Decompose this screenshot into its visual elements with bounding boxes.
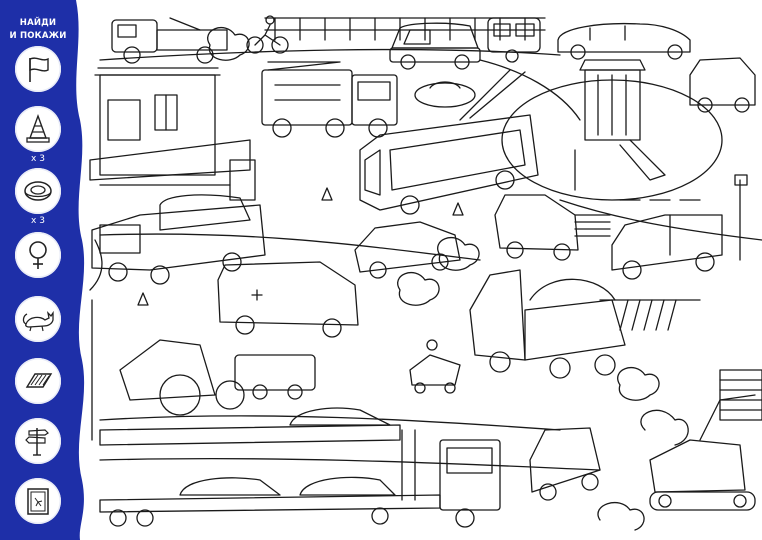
cyclist <box>246 15 289 54</box>
roads <box>99 48 762 471</box>
top-fence <box>264 17 546 41</box>
item-badge <box>15 418 61 464</box>
trees-and-shrubs <box>89 26 689 531</box>
limousine <box>557 22 691 60</box>
sidebar-title-line-1: НАЙДИ <box>19 18 57 28</box>
car-transporter <box>99 407 501 528</box>
trolleybus <box>359 69 539 215</box>
sedan-middle <box>354 221 461 279</box>
drain-grate-icon <box>25 373 53 388</box>
female-symbol-icon <box>29 241 47 269</box>
camper-trailer <box>487 17 541 63</box>
broken-window-icon <box>27 488 49 515</box>
minivan-top <box>389 22 481 70</box>
flower-bed <box>414 81 476 108</box>
item-count: х 3 <box>31 154 45 164</box>
item-badge <box>15 46 61 92</box>
item-badge <box>15 232 61 278</box>
item-badge <box>15 478 61 524</box>
tire-icon <box>24 181 52 201</box>
fire-truck <box>261 61 398 138</box>
ambulance-van <box>217 261 359 338</box>
lawn-mower-rider <box>409 339 461 394</box>
pickup-truck <box>611 214 723 280</box>
round-pavilion <box>501 59 723 201</box>
flag-icon <box>29 57 49 82</box>
sidebar-title-line-2: И ПОКАЖИ <box>9 31 67 41</box>
minivan-bottom <box>529 427 601 501</box>
traffic-cones <box>137 187 464 306</box>
tow-truck-top <box>111 17 228 64</box>
item-count: х 3 <box>31 216 45 226</box>
street-lamps <box>91 149 748 501</box>
dump-truck <box>469 269 626 379</box>
find-list-sidebar: НАЙДИ И ПОКАЖИ х 3 <box>0 0 86 540</box>
traffic-cone-icon <box>26 113 50 143</box>
item-badge <box>15 296 61 342</box>
tow-truck-with-car <box>91 194 266 285</box>
item-badge <box>15 106 61 152</box>
item-badge <box>15 358 61 404</box>
city-coloring-scene <box>86 0 762 540</box>
hatchback-right <box>689 57 756 113</box>
tractor-with-trailer <box>119 339 316 416</box>
brick-house <box>89 67 256 201</box>
suv-right <box>494 194 579 261</box>
direction-signpost-icon <box>25 428 49 456</box>
item-badge <box>15 168 61 214</box>
cat-icon <box>22 310 54 332</box>
brick-wall <box>719 369 762 421</box>
